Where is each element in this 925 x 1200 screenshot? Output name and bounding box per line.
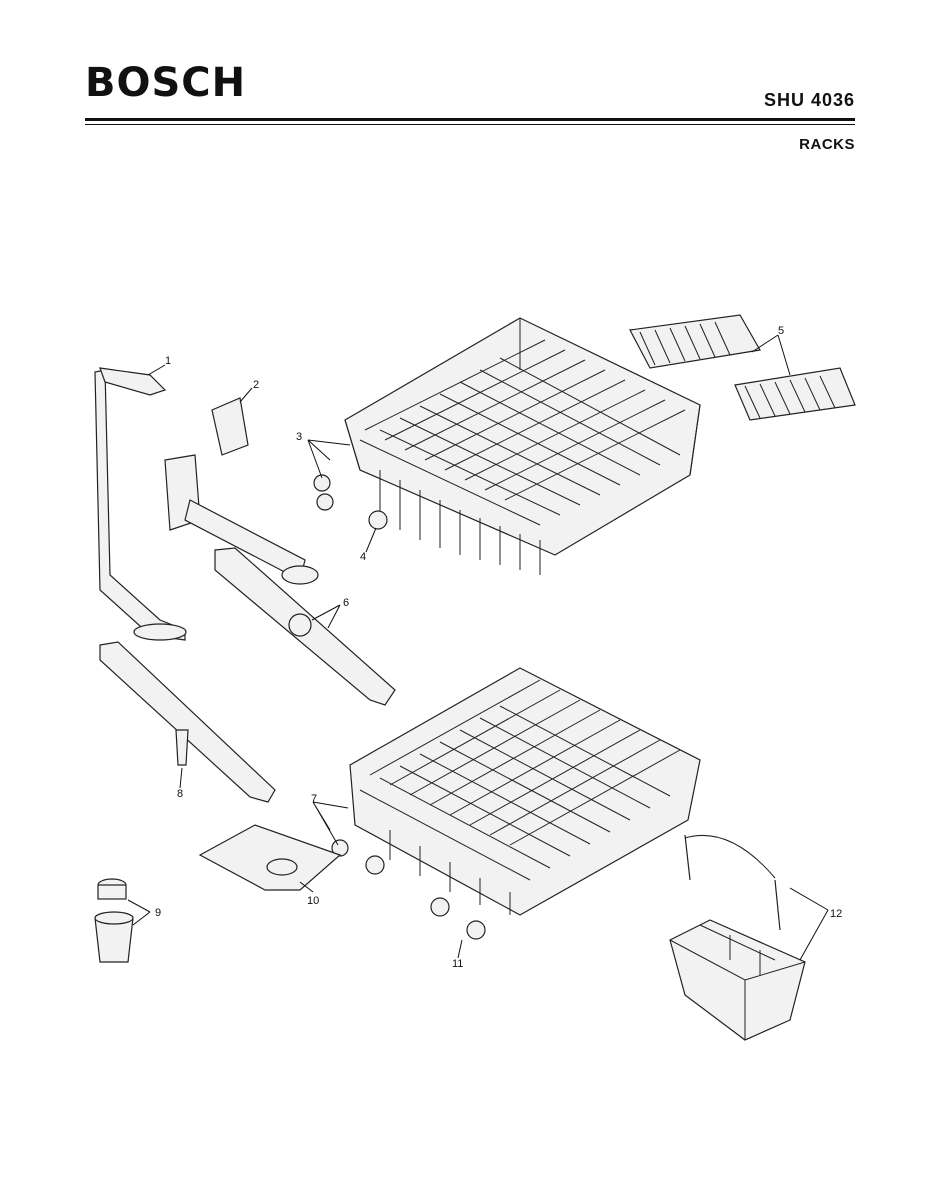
callout-6: 6 (343, 597, 349, 609)
upper-rack (313, 317, 701, 575)
header-rule (85, 118, 855, 121)
callout-2: 2 (253, 379, 259, 391)
callout-4: 4 (360, 551, 366, 563)
rack-wheel (466, 920, 486, 940)
filter-assembly (94, 878, 134, 963)
rack-wheel (365, 855, 385, 875)
rack-wheel (331, 839, 349, 857)
spray-feed-pipe (94, 367, 187, 641)
callout-7: 7 (311, 793, 317, 805)
leader-lines (127, 334, 829, 961)
callout-9: 9 (155, 907, 161, 919)
callout-10: 10 (307, 895, 319, 907)
rack-wheel (313, 474, 331, 492)
callout-3: 3 (296, 431, 302, 443)
lower-spray-arm (99, 641, 276, 803)
spray-arm-stem (175, 729, 189, 766)
rack-wheel (430, 897, 450, 917)
callout-8: 8 (177, 788, 183, 800)
upper-rack-wires (359, 339, 686, 575)
model-number: SHU 4036 (763, 90, 855, 110)
spray-arm-hub (288, 613, 312, 637)
brand-logo: BOSCH (85, 60, 247, 106)
callout-5: 5 (778, 325, 784, 337)
section-title: RACKS (799, 136, 855, 153)
callout-1: 1 (165, 355, 171, 367)
rack-wheel (368, 510, 388, 530)
callout-11: 11 (452, 958, 463, 970)
header-rule-thin (85, 124, 855, 125)
cutlery-basket (669, 834, 806, 1041)
callout-12: 12 (830, 908, 842, 920)
tine-rows (629, 314, 856, 421)
lower-rack (331, 667, 701, 940)
rack-wheel (316, 493, 334, 511)
upper-spray-arm-assembly (164, 454, 319, 585)
connector-part (211, 397, 249, 456)
cover-plate (198, 824, 342, 891)
